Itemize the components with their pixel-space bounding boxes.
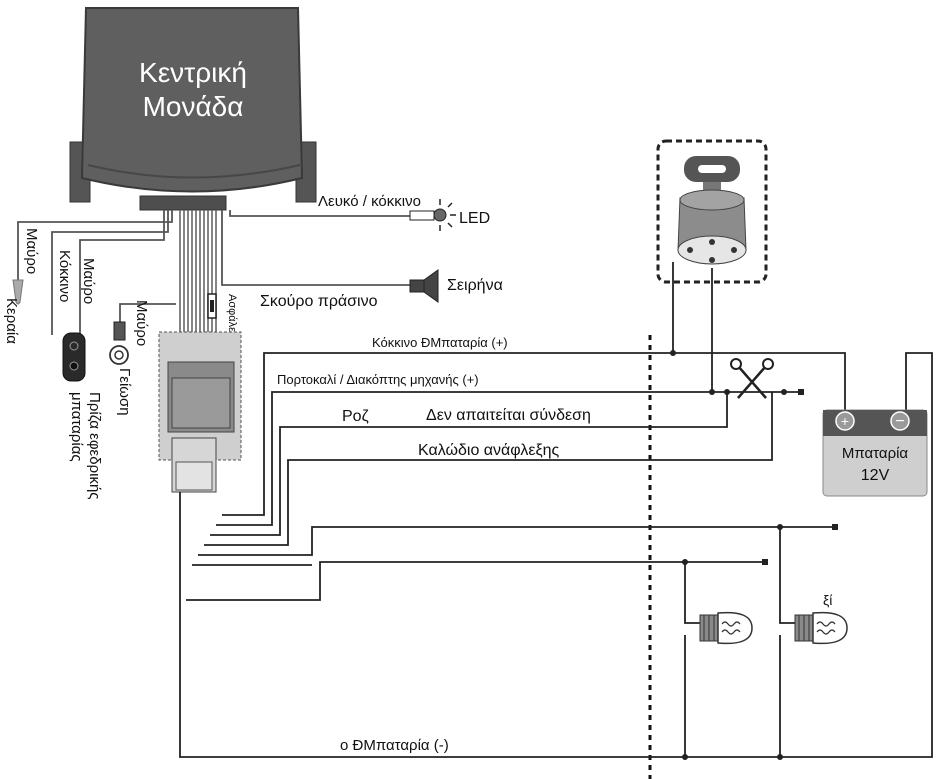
svg-text:+: +: [841, 413, 849, 429]
bulb-icon-1: [699, 611, 753, 645]
ground-black-label: Μαύρο: [133, 300, 150, 346]
led-icon: [433, 208, 447, 222]
orange-ignition-label: Πορτοκαλί / Διακόπτης μηχανής (+): [277, 372, 479, 387]
no-connection-label: Δεν απαιτείται σύνδεση: [426, 407, 591, 424]
scissors-icon: [730, 358, 774, 399]
antenna-label: Κεραία: [3, 298, 20, 344]
ground-label: Γείωση: [116, 368, 133, 416]
bulb-label: ξί: [823, 592, 832, 608]
wire-harness: Ασφάλεια: [179, 210, 238, 341]
central-unit: Κεντρική Μονάδα: [69, 7, 317, 211]
backup-battery-plug-icon: [62, 332, 86, 382]
siren-icon: [423, 269, 439, 303]
plug-label-line2: μπαταρίας: [68, 392, 85, 462]
ignition-wire-label: Καλώδιο ανάφλεξης: [418, 442, 560, 459]
left-wires: [12, 210, 176, 382]
ignition-switch: [656, 139, 768, 284]
right-wires: [179, 262, 933, 760]
plug-red-label: Κόκκινο: [56, 250, 73, 302]
led-label: LED: [459, 210, 490, 227]
ground-icon: [109, 345, 129, 365]
white-red-label: Λευκό / κόκκινο: [318, 193, 421, 210]
unit-title-line2: Μονάδα: [143, 91, 244, 122]
antenna-black-label: Μαύρο: [23, 228, 40, 274]
battery-icon: + − Μπαταρία 12V: [822, 409, 928, 497]
plug-black-label: Μαύρο: [80, 258, 97, 304]
dark-green-label: Σκούρο πράσινο: [260, 293, 378, 310]
svg-text:−: −: [895, 413, 904, 430]
red-battery-label: Κόκκινο ÐΜπαταρία (+): [372, 335, 508, 350]
antenna-icon: [12, 279, 24, 305]
siren-label: Σειρήνα: [447, 277, 503, 294]
fuse-label: Ασφάλεια: [226, 294, 238, 341]
pink-label: Ροζ: [342, 408, 369, 425]
connector-block: [158, 331, 242, 493]
bulb-icon-2: ξί: [794, 592, 848, 645]
battery-name: Μπαταρία: [842, 445, 909, 462]
unit-title-line1: Κεντρική: [139, 57, 247, 88]
battery-voltage: 12V: [861, 467, 890, 484]
plug-label-line1: Πρίζα εφεδρικής: [86, 392, 103, 500]
battery-negative-label: ο ÐΜπαταρία (-): [340, 737, 449, 754]
led-and-siren: Λευκό / κόκκινο LED Σειρήνα Σκούρο πράσι…: [221, 193, 503, 310]
